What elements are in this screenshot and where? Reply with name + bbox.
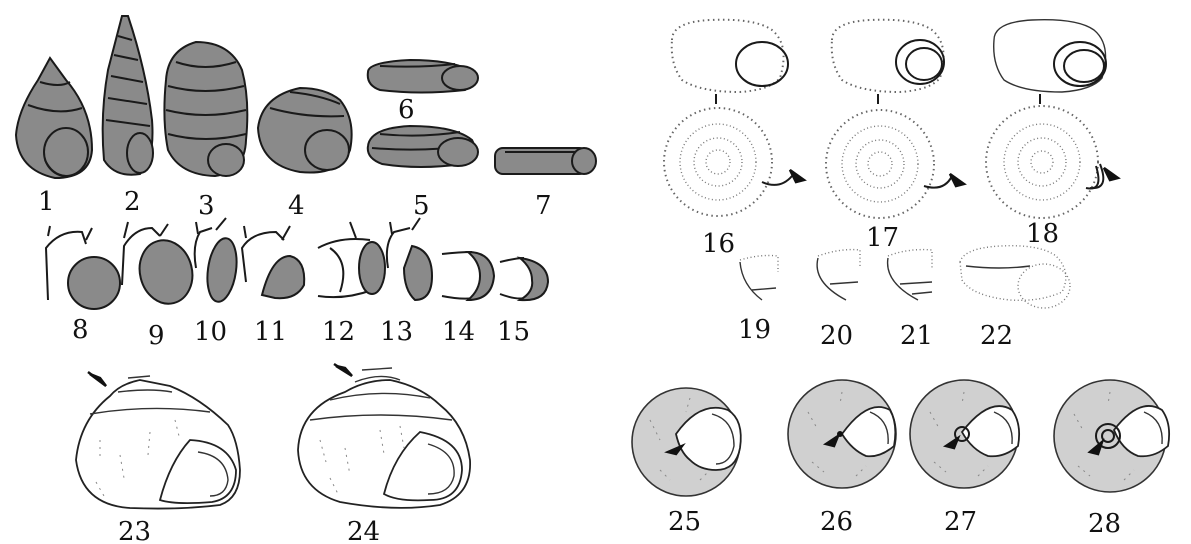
shell-shape-7	[495, 148, 596, 174]
label-7: 7	[535, 191, 552, 221]
label-5: 5	[413, 191, 430, 221]
aperture-shape-13	[387, 218, 432, 300]
label-13: 13	[380, 317, 413, 347]
label-11: 11	[254, 317, 287, 347]
label-2: 2	[124, 187, 141, 217]
label-21: 21	[900, 321, 933, 351]
shell-profile-21	[888, 250, 932, 300]
aperture-shape-12	[318, 222, 385, 297]
label-10: 10	[194, 317, 227, 347]
label-9: 9	[148, 321, 165, 351]
label-14: 14	[442, 317, 475, 347]
label-24: 24	[347, 517, 380, 544]
aperture-shape-8	[46, 226, 120, 309]
shell-shape-3	[164, 42, 247, 176]
label-15: 15	[497, 317, 530, 347]
shell-shape-6	[368, 60, 478, 93]
umbilicus-view-26	[788, 380, 896, 488]
aperture-shape-15	[500, 258, 548, 300]
label-16: 16	[702, 229, 735, 259]
shell-profile-22	[960, 246, 1070, 308]
shell-dorsal-18	[986, 20, 1118, 218]
shell-shape-5	[368, 126, 478, 167]
label-12: 12	[322, 317, 355, 347]
label-26: 26	[820, 507, 853, 537]
aperture-shape-10	[195, 218, 241, 304]
label-3: 3	[198, 191, 215, 221]
label-4: 4	[288, 191, 305, 221]
label-27: 27	[944, 507, 977, 537]
label-8: 8	[72, 315, 89, 345]
shell-shape-1	[16, 58, 92, 178]
label-19: 19	[738, 315, 771, 345]
umbilicus-view-25	[632, 388, 741, 496]
label-25: 25	[668, 507, 701, 537]
umbilicus-view-28	[1054, 380, 1169, 492]
umbilicus-view-27	[910, 380, 1019, 488]
label-18: 18	[1026, 219, 1059, 249]
shell-profile-19	[740, 256, 778, 301]
shell-outline-23	[76, 372, 240, 509]
shell-profile-20	[817, 250, 860, 300]
aperture-shape-9	[122, 222, 199, 309]
shell-dorsal-16	[664, 20, 804, 216]
shell-dorsal-17	[826, 20, 964, 218]
shell-shape-4	[258, 88, 352, 173]
shell-outline-24	[298, 364, 470, 508]
shell-shape-2	[103, 16, 153, 175]
label-17: 17	[866, 223, 899, 253]
label-1: 1	[38, 187, 55, 217]
label-23: 23	[118, 517, 151, 544]
aperture-shape-11	[242, 226, 304, 298]
label-20: 20	[820, 321, 853, 351]
label-6: 6	[398, 95, 415, 125]
aperture-shape-14	[442, 252, 494, 300]
label-22: 22	[980, 321, 1013, 351]
label-28: 28	[1088, 509, 1121, 539]
